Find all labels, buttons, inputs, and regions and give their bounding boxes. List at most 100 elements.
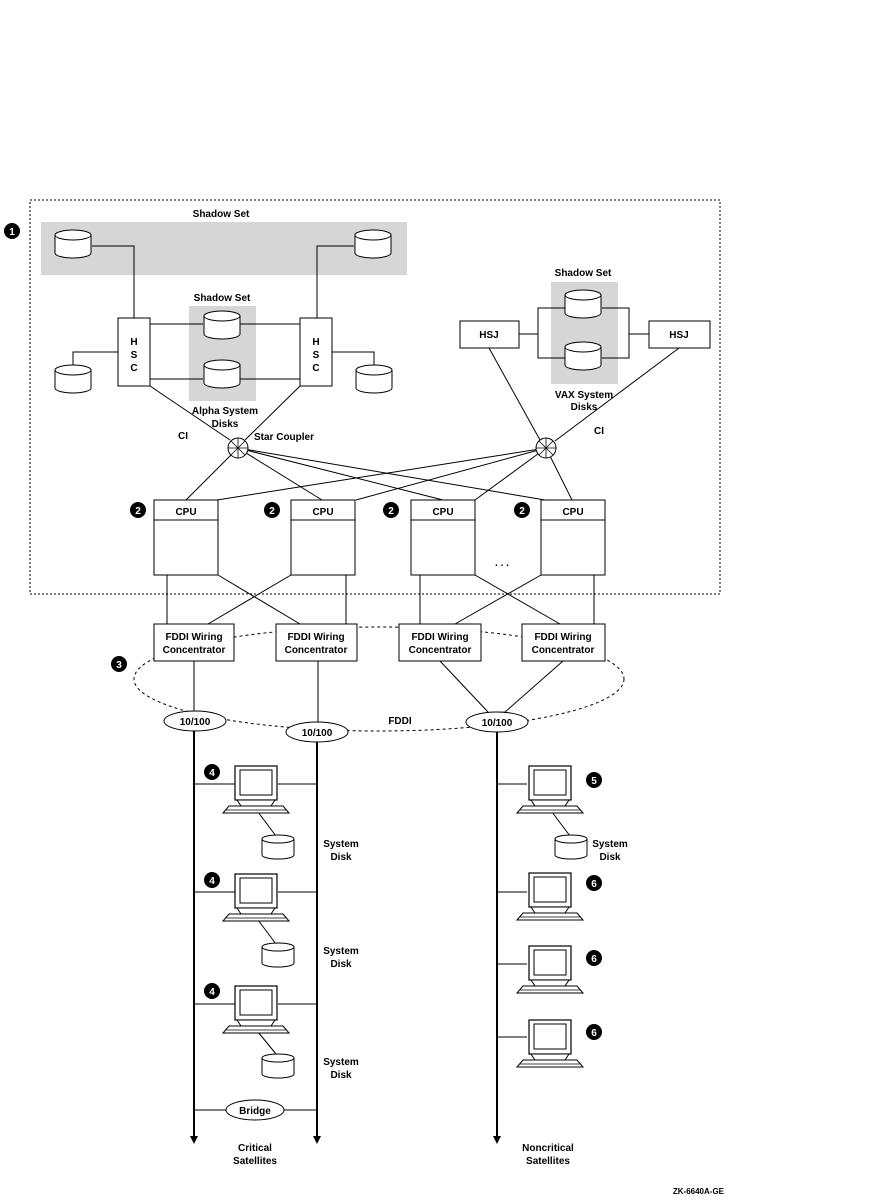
system-disk-1-label-2: Disk [330, 852, 352, 863]
fddi-ring [133, 626, 625, 732]
callout-2a: 2 [130, 502, 146, 518]
local-disk-left [54, 364, 92, 394]
fddi-concentrator-3-label-1: FDDI Wiring [411, 632, 468, 643]
callout-3: 3 [111, 656, 127, 672]
noncritical-system-disk-1 [554, 834, 588, 860]
svg-text:4: 4 [209, 876, 215, 887]
cpu-ellipsis: . . . [495, 558, 509, 569]
critical-satellite-3-icon [222, 985, 290, 1034]
cpu-2: CPU [290, 499, 356, 576]
svg-text:2: 2 [135, 506, 141, 517]
svg-text:4: 4 [209, 768, 215, 779]
svg-text:1: 1 [9, 227, 15, 238]
callout-6a: 6 [586, 875, 602, 891]
fddi-concentrator-1: FDDI Wiring Concentrator [153, 623, 235, 662]
callout-5: 5 [586, 772, 602, 788]
svg-text:H: H [312, 337, 319, 348]
shadow-set-top-region [41, 222, 407, 275]
svg-text:3: 3 [116, 660, 122, 671]
fddi-concentrator-2: FDDI Wiring Concentrator [275, 623, 358, 662]
shadow-disk-top-left [54, 229, 92, 259]
callout-1: 1 [4, 223, 20, 239]
vax-system-disks-label-2: Disks [571, 402, 598, 413]
svg-text:2: 2 [519, 506, 525, 517]
hsj-left-label: HSJ [479, 330, 498, 341]
critical-system-disk-2 [261, 942, 295, 968]
satellite-wiring [194, 783, 571, 1055]
hub-2-label: 10/100 [302, 728, 333, 739]
critical-satellite-2-icon [222, 873, 290, 922]
svg-text:S: S [313, 350, 320, 361]
figure-id: ZK-6640A-GE [673, 1187, 725, 1196]
callout-4c: 4 [204, 983, 220, 999]
cpu-1: CPU [153, 499, 219, 576]
svg-text:2: 2 [269, 506, 275, 517]
cpu-2-label: CPU [312, 507, 333, 518]
star-coupler-right-icon [535, 437, 557, 459]
alpha-system-disks-label-2: Disks [212, 419, 239, 430]
shadow-set-mid-label: Shadow Set [194, 293, 251, 304]
svg-text:4: 4 [209, 987, 215, 998]
critical-satellites-label-2: Satellites [233, 1156, 277, 1167]
critical-system-disk-3 [261, 1053, 295, 1079]
system-disk-1-label-1: System [323, 839, 359, 850]
svg-text:C: C [130, 363, 137, 374]
fddi-concentrator-4: FDDI Wiring Concentrator [521, 623, 606, 662]
system-disk-3-label-1: System [323, 1057, 359, 1068]
callout-2d: 2 [514, 502, 530, 518]
callout-2c: 2 [383, 502, 399, 518]
hub-1-label: 10/100 [180, 717, 211, 728]
vax-system-disk-2 [564, 341, 602, 371]
alpha-system-disk-2 [203, 359, 241, 389]
svg-text:2: 2 [388, 506, 394, 517]
local-disk-right [355, 364, 393, 394]
svg-text:6: 6 [591, 954, 597, 965]
alpha-system-disk-1 [203, 310, 241, 340]
system-disk-3-label-2: Disk [330, 1070, 352, 1081]
system-disk-2-label-1: System [323, 946, 359, 957]
hub-3-label: 10/100 [482, 718, 513, 729]
star-coupler-label: Star Coupler [254, 432, 314, 443]
fddi-concentrator-3: FDDI Wiring Concentrator [398, 623, 482, 662]
system-disk-4-label-2: Disk [599, 852, 621, 863]
shadow-set-top-label: Shadow Set [193, 209, 250, 220]
noncritical-satellites-label-2: Satellites [526, 1156, 570, 1167]
svg-text:C: C [312, 363, 319, 374]
system-disk-2-label-2: Disk [330, 959, 352, 970]
cpu-concentrator-links [166, 574, 595, 625]
noncritical-satellite-3-icon [516, 945, 584, 994]
shadow-disk-top-right [354, 229, 392, 259]
noncritical-satellite-4-icon [516, 1019, 584, 1068]
cpu-4: CPU [540, 499, 606, 576]
fddi-concentrator-4-label-1: FDDI Wiring [534, 632, 591, 643]
fddi-concentrator-2-label-2: Concentrator [285, 645, 348, 656]
hsc-controller-left: H S C [117, 317, 151, 387]
fddi-label: FDDI [388, 716, 412, 727]
cluster-boundary [29, 199, 721, 595]
ci-label-left: CI [178, 431, 188, 442]
lan-trunks [190, 731, 501, 1144]
callout-2b: 2 [264, 502, 280, 518]
callout-6c: 6 [586, 1024, 602, 1040]
noncritical-satellite-2-icon [516, 872, 584, 921]
callout-6b: 6 [586, 950, 602, 966]
system-disk-4-label-1: System [592, 839, 628, 850]
alpha-system-disks-label-1: Alpha System [192, 406, 258, 417]
callout-4b: 4 [204, 872, 220, 888]
fddi-concentrator-1-label-2: Concentrator [163, 645, 226, 656]
fddi-concentrator-3-label-2: Concentrator [409, 645, 472, 656]
vax-system-disks-label-1: VAX System [555, 390, 613, 401]
star-coupler-left-icon [227, 437, 249, 459]
star-coupler-links [185, 447, 573, 501]
callout-4a: 4 [204, 764, 220, 780]
hsc-controller-right: H S C [299, 317, 333, 387]
vax-system-disk-1 [564, 289, 602, 319]
cpu-3-label: CPU [432, 507, 453, 518]
ci-links [149, 347, 680, 442]
bridge-label: Bridge [239, 1106, 271, 1117]
svg-text:5: 5 [591, 776, 597, 787]
critical-system-disk-1 [261, 834, 295, 860]
ci-label-right: CI [594, 426, 604, 437]
svg-text:H: H [130, 337, 137, 348]
